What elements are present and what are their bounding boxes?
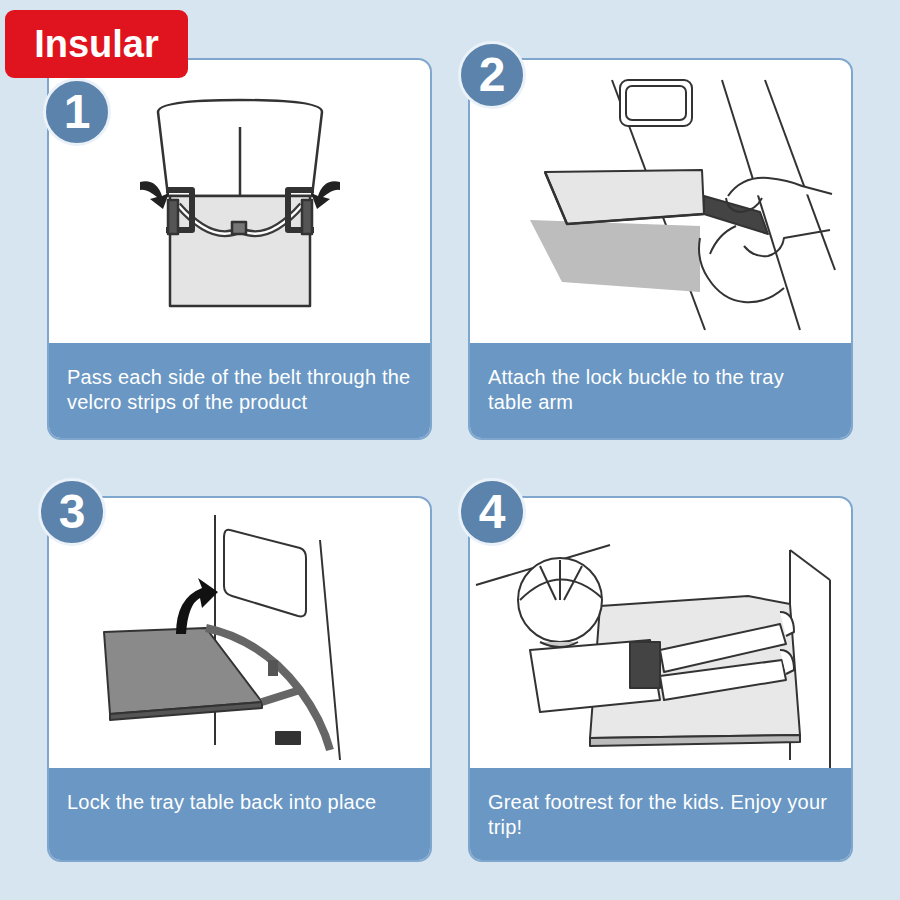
caption-band: Great footrest for the kids. Enjoy your …: [470, 768, 851, 860]
seat-drawing: [158, 100, 322, 306]
caption-band: Pass each side of the belt through the v…: [49, 343, 430, 438]
step-caption: Pass each side of the belt through the v…: [67, 365, 412, 415]
step-number-circle: 1: [43, 78, 111, 146]
brand-badge: Insular: [5, 10, 188, 78]
caption-band: Lock the tray table back into place: [49, 768, 430, 860]
step-card: Attach the lock buckle to the tray table…: [468, 58, 853, 440]
step-number-circle: 4: [458, 478, 526, 546]
brand-name: Insular: [34, 25, 159, 63]
step-number-circle: 2: [458, 41, 526, 109]
lock-drawing: [104, 515, 340, 760]
step-number: 3: [59, 488, 86, 536]
step-number-circle: 3: [38, 478, 106, 546]
step-caption: Great footrest for the kids. Enjoy your …: [488, 790, 833, 840]
step-number: 4: [479, 488, 506, 536]
step-card: Great footrest for the kids. Enjoy your …: [468, 496, 853, 862]
step-caption: Attach the lock buckle to the tray table…: [488, 365, 833, 415]
tray-drawing: [530, 80, 835, 330]
turn-arrows: [140, 181, 340, 209]
step-number: 1: [64, 88, 91, 136]
step-number: 2: [479, 51, 506, 99]
step-caption: Lock the tray table back into place: [67, 790, 412, 815]
caption-band: Attach the lock buckle to the tray table…: [470, 343, 851, 438]
lift-arrow: [176, 578, 218, 634]
kid-drawing: [476, 545, 830, 770]
step-card: Lock the tray table back into place: [47, 496, 432, 862]
